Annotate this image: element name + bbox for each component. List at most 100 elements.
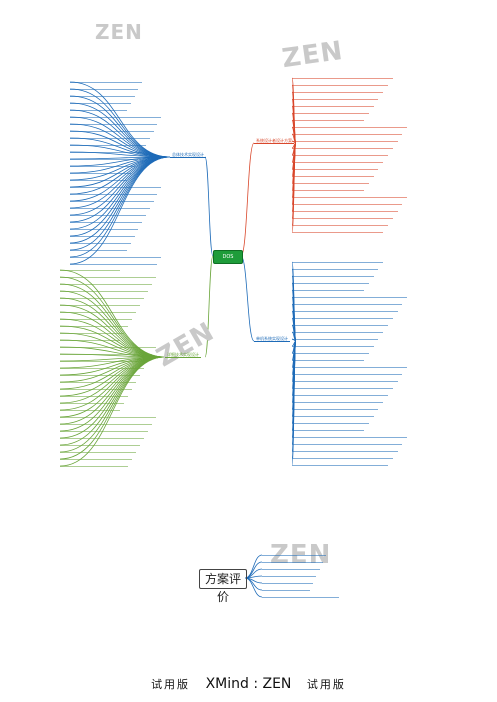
- leaf-topic-line: [60, 347, 156, 348]
- leaf-topic-line: [262, 583, 314, 584]
- leaf-topic-line: [292, 339, 379, 340]
- leaf-topic-line: [292, 155, 388, 156]
- leaf-topic-line: [292, 78, 393, 79]
- leaf-topic-line: [60, 389, 132, 390]
- leaf-topic-line: [292, 218, 393, 219]
- leaf-topic-line: [70, 152, 143, 153]
- leaf-topic-line: [60, 368, 144, 369]
- leaf-topic-line: [292, 360, 364, 361]
- leaf-topic-line: [292, 197, 408, 198]
- leaf-topic-line: [60, 319, 132, 320]
- leaf-topic-line: [292, 283, 369, 284]
- leaf-topic-line: [262, 590, 310, 591]
- branch-single-machine[interactable]: 单机系统实现设计: [254, 336, 290, 342]
- leaf-topic-line: [60, 326, 128, 327]
- leaf-topic-line: [70, 243, 131, 244]
- leaf-topic-line: [292, 465, 388, 466]
- leaf-topic-line: [292, 183, 369, 184]
- leaf-topic-line: [292, 458, 393, 459]
- leaf-topic-line: [60, 424, 152, 425]
- branch-overall-tech[interactable]: 总体技术实现设计: [170, 152, 206, 158]
- trial-label-left: 试用版: [151, 678, 191, 691]
- leaf-topic-line: [60, 382, 136, 383]
- leaf-topic-line: [292, 346, 374, 347]
- evaluation-title[interactable]: 方案评价: [199, 569, 247, 604]
- leaf-topic-line: [292, 395, 388, 396]
- leaf-topic-line: [70, 89, 139, 90]
- connector-line: [69, 130, 171, 158]
- leaf-topic-line: [292, 120, 364, 121]
- trial-footer: 试用版 XMind : ZEN 试用版: [0, 676, 497, 696]
- leaf-topic-line: [60, 466, 128, 467]
- leaf-topic-line: [60, 459, 132, 460]
- leaf-topic-line: [70, 208, 150, 209]
- leaf-topic-line: [70, 187, 162, 188]
- leaf-topic-line: [292, 106, 374, 107]
- leaf-topic-line: [70, 166, 135, 167]
- leaf-topic-line: [70, 180, 127, 181]
- leaf-topic-line: [292, 176, 374, 177]
- leaf-topic-line: [292, 318, 393, 319]
- connector-line: [240, 255, 255, 342]
- leaf-topic-line: [70, 194, 158, 195]
- leaf-topic-line: [70, 257, 162, 258]
- leaf-topic-line: [70, 222, 143, 223]
- leaf-topic-line: [292, 416, 374, 417]
- trial-label-right: 试用版: [306, 678, 346, 691]
- connector-line: [59, 269, 166, 358]
- leaf-topic-line: [60, 445, 140, 446]
- leaf-topic-line: [292, 99, 379, 100]
- xmind-brand: XMind : ZEN: [205, 676, 292, 692]
- connector-line: [69, 156, 171, 244]
- leaf-topic-line: [70, 173, 131, 174]
- leaf-topic-line: [292, 353, 369, 354]
- leaf-topic-line: [292, 211, 398, 212]
- leaf-topic-line: [292, 374, 403, 375]
- leaf-topic-line: [292, 162, 384, 163]
- leaf-topic-line: [292, 225, 388, 226]
- leaf-topic-line: [292, 113, 369, 114]
- leaf-topic-line: [60, 305, 140, 306]
- leaf-topic-line: [60, 340, 120, 341]
- leaf-topic-line: [262, 597, 339, 598]
- leaf-topic-line: [60, 333, 124, 334]
- leaf-topic-line: [292, 297, 408, 298]
- leaf-topic-line: [292, 148, 393, 149]
- leaf-topic-line: [292, 311, 398, 312]
- leaf-topic-line: [292, 92, 384, 93]
- leaf-topic-line: [292, 85, 388, 86]
- leaf-topic-line: [262, 569, 320, 570]
- leaf-topic-line: [292, 141, 398, 142]
- leaf-topic-line: [292, 409, 379, 410]
- connector-line: [291, 340, 297, 466]
- leaf-topic-line: [292, 402, 384, 403]
- leaf-topic-line: [60, 375, 140, 376]
- leaf-topic-line: [70, 159, 139, 160]
- leaf-topic-line: [292, 332, 384, 333]
- leaf-topic-line: [292, 430, 364, 431]
- leaf-topic-line: [292, 388, 393, 389]
- leaf-topic-line: [262, 555, 326, 556]
- leaf-topic-line: [70, 145, 146, 146]
- branch-system-design[interactable]: 系统设计者设计方案: [254, 138, 294, 144]
- leaf-topic-line: [292, 325, 388, 326]
- connector-line: [69, 88, 171, 158]
- leaf-topic-line: [60, 403, 124, 404]
- leaf-topic-line: [292, 134, 403, 135]
- leaf-topic-line: [60, 396, 128, 397]
- leaf-topic-line: [292, 169, 379, 170]
- connector-line: [204, 255, 214, 358]
- leaf-topic-line: [70, 117, 162, 118]
- leaf-topic-line: [60, 417, 156, 418]
- leaf-topic-line: [70, 96, 135, 97]
- leaf-topic-line: [70, 110, 127, 111]
- branch-detail-tech[interactable]: 详细技术实现设计: [165, 352, 201, 358]
- leaf-topic-line: [70, 124, 158, 125]
- connector-line: [69, 156, 171, 265]
- leaf-topic-line: [60, 438, 144, 439]
- root-topic[interactable]: DOS: [213, 250, 243, 264]
- leaf-topic-line: [70, 138, 150, 139]
- leaf-topic-line: [70, 82, 143, 83]
- leaf-topic-line: [60, 452, 136, 453]
- connector-line: [240, 142, 255, 257]
